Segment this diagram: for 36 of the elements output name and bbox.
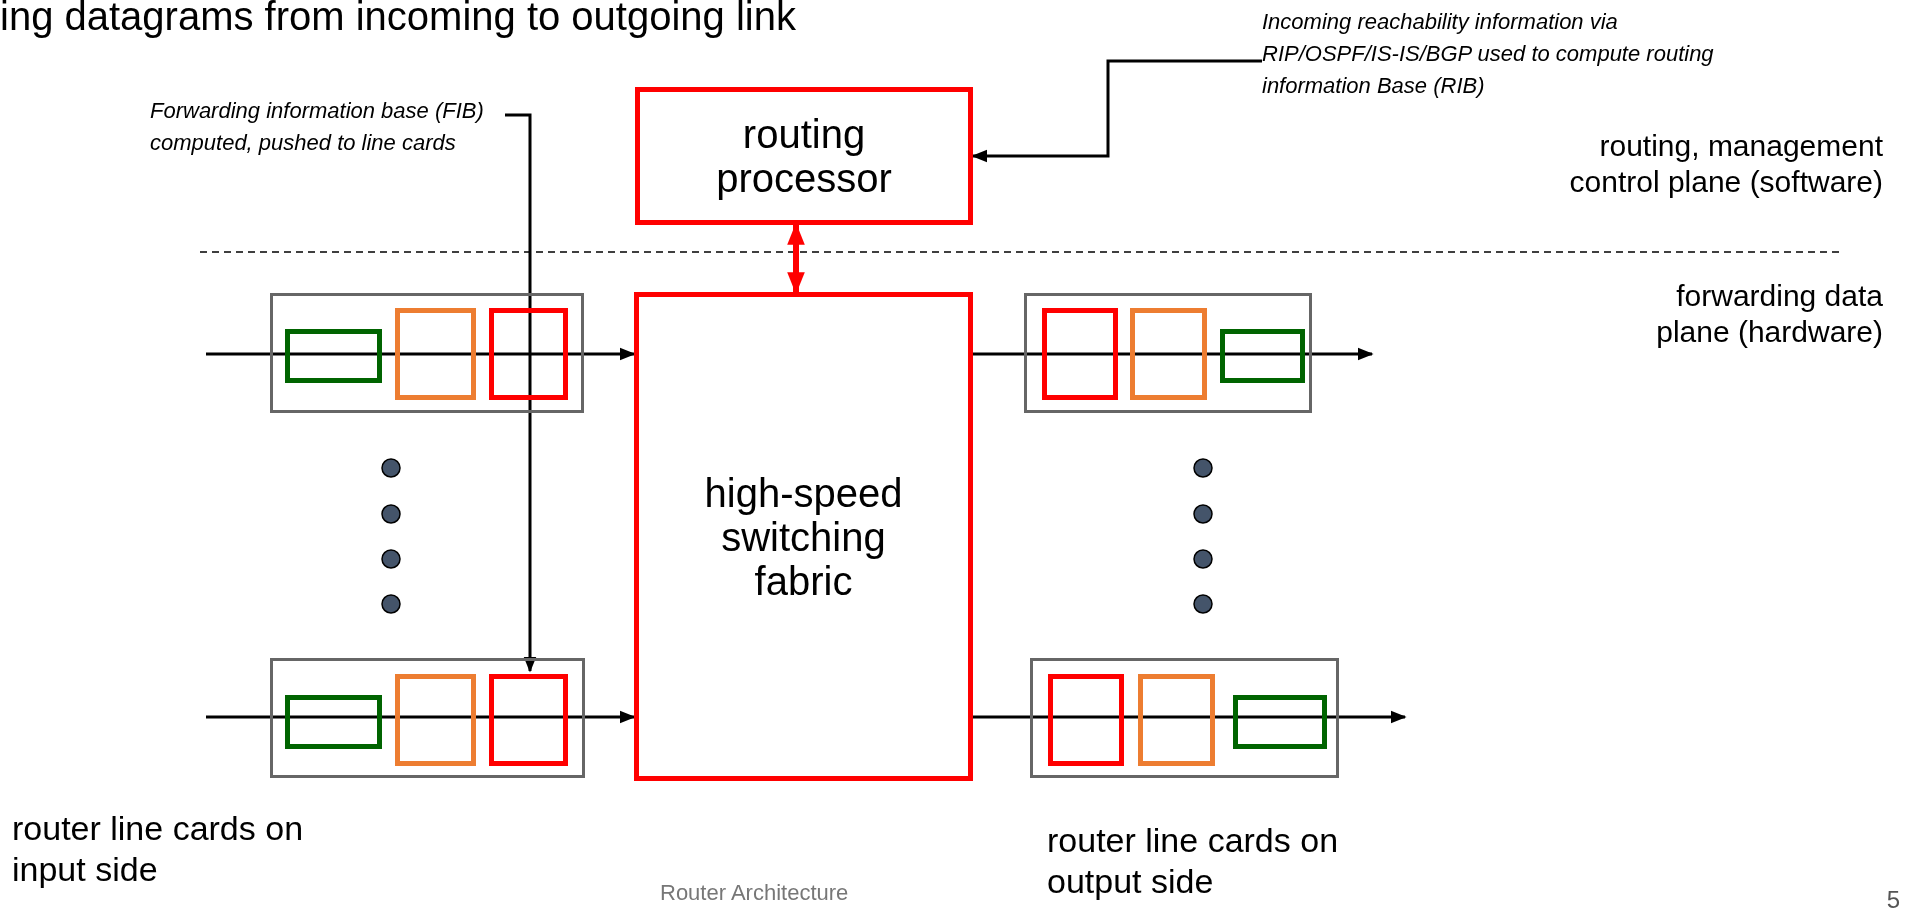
- box-label: routing processor: [715, 112, 893, 200]
- line-card: [1024, 293, 1312, 413]
- annotation-text: Incoming reachability information via RIP/OSPF/IS-IS/BGP used to compute routing information Base (RIB): [1262, 6, 1722, 102]
- queue-box: [395, 308, 476, 400]
- queue-box: [1138, 674, 1215, 766]
- queue-box: [489, 674, 568, 766]
- arrow: [973, 347, 1374, 361]
- queue-box: [489, 308, 568, 400]
- plane-label: routing, management control plane (software): [1568, 128, 1883, 200]
- plane-label: forwarding data plane (hardware): [1655, 278, 1883, 350]
- fabric-box: [634, 292, 973, 781]
- side-caption: router line cards on input side: [12, 808, 305, 890]
- queue-box: [1220, 329, 1305, 383]
- line-card: [270, 658, 585, 778]
- queue-box: [395, 674, 476, 766]
- leader-line: [971, 59, 1262, 163]
- double-arrow: [787, 222, 805, 295]
- line-card: [1030, 658, 1339, 778]
- box-label: high-speed switching fabric: [703, 470, 904, 603]
- annotation-text: Forwarding information base (FIB) computed, pushed to line cards: [150, 95, 505, 159]
- queue-box: [1233, 695, 1327, 749]
- leader-line: [505, 113, 537, 673]
- queue-box: [1042, 308, 1118, 400]
- queue-box: [285, 695, 382, 749]
- page-number: 5: [1885, 886, 1900, 915]
- queue-box: [1130, 308, 1207, 400]
- arrow: [973, 710, 1407, 724]
- processor-box: [635, 87, 973, 225]
- slide-title: ing datagrams from incoming to outgoing link: [0, 0, 797, 40]
- arrow: [206, 710, 636, 724]
- slide-footer: Router Architecture: [660, 880, 980, 907]
- queue-box: [1048, 674, 1124, 766]
- side-caption: router line cards on output side: [1047, 820, 1340, 902]
- arrow: [206, 347, 636, 361]
- queue-box: [285, 329, 382, 383]
- line-card: [270, 293, 584, 413]
